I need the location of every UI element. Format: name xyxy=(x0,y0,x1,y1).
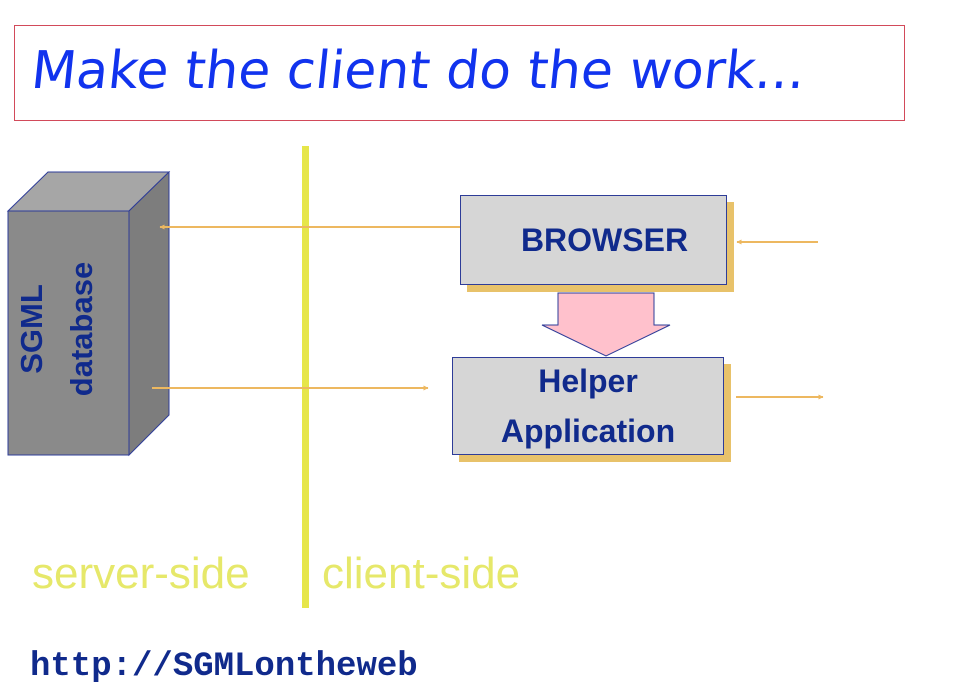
browser-to-helper-arrow xyxy=(541,292,671,357)
helper-application-box: Helper Application xyxy=(452,357,724,455)
server-side-label: server-side xyxy=(32,549,250,598)
title-box xyxy=(14,25,905,121)
database-front-face xyxy=(7,210,130,456)
database-label-line1: SGML xyxy=(14,284,49,374)
browser-label: BROWSER xyxy=(520,222,689,258)
database-label-line2: database xyxy=(64,261,99,397)
database-side-face xyxy=(128,170,170,457)
browser-box: BROWSER xyxy=(460,195,727,285)
helper-label-line1: Helper xyxy=(538,363,638,399)
client-side-label: client-side xyxy=(322,549,521,598)
url-text: http://SGMLontheweb xyxy=(30,648,418,686)
helper-label-line2: Application xyxy=(500,413,676,449)
server-client-divider xyxy=(302,146,309,608)
database-icon xyxy=(6,170,171,457)
